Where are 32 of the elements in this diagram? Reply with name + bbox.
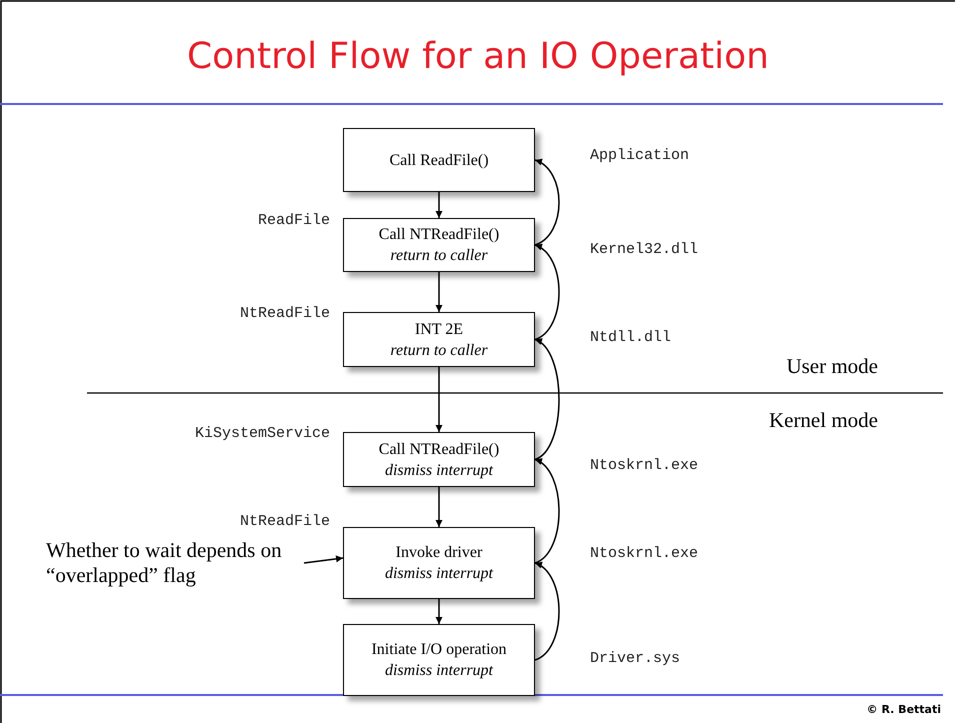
software-layer-name: Ntoskrnl.exe <box>590 457 698 474</box>
arrow <box>304 555 344 564</box>
process-box: Invoke driver dismiss interrupt <box>343 527 535 599</box>
software-layer-name: Ntoskrnl.exe <box>590 545 698 562</box>
title: Control Flow for an IO Operation <box>186 36 770 77</box>
process-box: Call ReadFile() <box>343 128 535 192</box>
software-layer-name: Ntdll.dll <box>590 329 672 346</box>
function-name: NtReadFile <box>240 305 330 322</box>
arrow <box>436 599 442 624</box>
copyright-note: © R. Bettati <box>866 703 941 716</box>
callout-text: Whether to wait depends on “overlapped” flag <box>46 536 296 590</box>
arrow <box>534 458 560 564</box>
mode-name: Kernel mode <box>768 408 878 433</box>
function-name: ReadFile <box>258 212 330 229</box>
software-layer-name: Application <box>590 147 690 164</box>
process-box: Call NTReadFile() dismiss interrupt <box>343 432 535 487</box>
arrow <box>534 159 560 246</box>
arrow <box>436 367 442 432</box>
software-layer-name: Driver.sys <box>590 650 680 667</box>
arrow <box>534 338 560 460</box>
function-name: NtReadFile <box>240 513 330 530</box>
process-box: INT 2E return to caller <box>343 312 535 367</box>
arrow <box>436 192 442 218</box>
mode-name: User mode <box>786 354 878 379</box>
process-box: Call NTReadFile() return to caller <box>343 218 535 272</box>
process-box: Initiate I/O operation dismiss interrupt <box>343 624 535 696</box>
arrow <box>534 244 560 340</box>
arrow <box>436 487 442 527</box>
arrow <box>534 562 560 661</box>
software-layer-name: Kernel32.dll <box>590 241 698 258</box>
arrow <box>436 272 442 312</box>
function-name: KiSystemService <box>194 425 330 442</box>
